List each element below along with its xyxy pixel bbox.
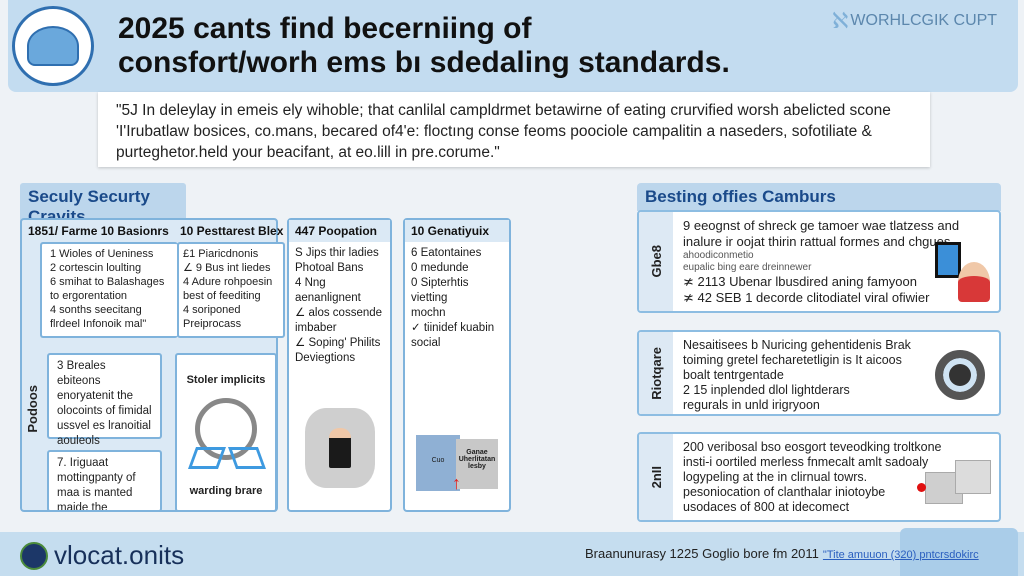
workspace-illustration-icon: [187, 398, 267, 469]
col3-header: 447 Poopation: [289, 220, 390, 242]
card-line: pesoniocation of clanthalar iniotoybe: [683, 485, 886, 499]
col1-list: 1 Wioles of Ueniness 2 cortescin loultin…: [40, 242, 178, 338]
list-item: 0 Sipterhtis vietting: [411, 277, 469, 304]
card-line: usodaces of 800 at idecomect: [683, 500, 850, 514]
footer: [0, 532, 1024, 576]
title-line-2: consfort/worh ems bı sdedaling standards…: [118, 46, 730, 79]
right-card-1: Gbe8 9 eeognst of shreck ge tamoer wae t…: [637, 210, 1001, 313]
illustration-caption: warding brare: [189, 485, 263, 497]
document-illustration-icon: Cuo Ganae Uherlitatan lesby ↑: [416, 435, 498, 493]
footer-credits: Braanunurasy 1225 Goglio bore fm 2011"Ti…: [585, 546, 979, 561]
card-line: boalt tentrgentade: [683, 368, 784, 382]
card-line: ≭ 42 SEB 1 decorde clitodiatel viral ofi…: [683, 290, 930, 305]
list-item: ∠ 9 Bus int liedes: [183, 262, 271, 274]
card-small-line: eupalic bing eare dreinnewer: [683, 262, 812, 273]
card-line: 9 eeognst of shreck ge tamoer wae tlatze…: [683, 218, 960, 233]
footer-corner-block: [900, 528, 1018, 576]
list-item: £1 Piaricdnonis: [183, 248, 259, 260]
disc-icon: [935, 350, 985, 400]
list-item: 4 sonths seecitang: [50, 304, 142, 316]
card-line: toiming gretel fecharetetligin is It aic…: [683, 353, 902, 367]
footer-link[interactable]: "Tite amuuon (320) pntcrsdokirc: [822, 549, 979, 561]
list-item: 6 smihat to Balashages: [50, 276, 165, 288]
list-item: 0 medunde: [411, 262, 469, 274]
list-item: flrdeel Infonoik mal": [50, 318, 147, 330]
card-line: regurals in unld irigryoon: [683, 398, 820, 412]
info-box-a: 3 Breales ebiteons enoryatenit the oloco…: [47, 353, 162, 447]
figure-icon: ℵ: [832, 8, 849, 33]
intro-quote: "5J In deleylay in emeis ely wihoble; th…: [98, 92, 930, 167]
side-label: Podoos: [25, 385, 40, 433]
card-line: 2 15 inplended dlol lightderars: [683, 383, 850, 397]
list-item: ∠ Soping' Philits: [295, 337, 381, 349]
card-line: ≭ 2113 Ubenar lbusdired aning famyoon: [683, 274, 917, 289]
col4-panel: 10 Genatiyuix 6 Eatontaines 0 medunde 0 …: [403, 218, 511, 512]
list-item: 6 Eatontaines: [411, 247, 482, 259]
list-item: 4 Nng aenanlignent: [295, 277, 361, 304]
list-item: ✓ tiinidef kuabin: [411, 322, 495, 334]
card-line: 200 veribosal bso eosgort teveodking tro…: [683, 440, 942, 454]
list-item: social: [411, 337, 441, 349]
header-banner: [8, 0, 1018, 92]
title-line-1: 2025 cants find becerniing of: [118, 12, 532, 45]
col3-list: S Jips thir ladies Photoal Bans 4 Nng ae…: [289, 242, 390, 370]
list-item: Photoal Bans: [295, 262, 364, 274]
card-small-line: ahoodiconmetio: [683, 250, 754, 261]
page-title: 2025 cants find becerniing of consfort/w…: [118, 12, 730, 80]
list-item: imbaber: [295, 322, 337, 334]
documents-back-icon: [955, 460, 991, 494]
list-item: Deviegtions: [295, 352, 356, 364]
list-item: 4 Adure rohpoesin: [183, 276, 273, 288]
card-line: Nesaitisees b Nuricing gehentidenis Brak: [683, 338, 911, 352]
right-card-3: 2nII 200 veribosal bso eosgort teveodkin…: [637, 432, 1001, 522]
doc-label: Ganae Uherlitatan lesby: [456, 439, 498, 489]
list-item: 1 Wioles of Ueniness: [50, 248, 154, 260]
brand-name: WORHLCGIK CUPT: [850, 12, 998, 29]
card-line: logypeling at the in clirnual towrs.: [683, 470, 868, 484]
list-item: to ergorentation: [50, 290, 128, 302]
card-label: 2nII: [648, 465, 664, 489]
list-item: 2 cortescin loulting: [50, 262, 142, 274]
info-box-b: 7. Iriguaat mottingpanty of maa is mante…: [47, 450, 162, 512]
organization-logo: [12, 6, 94, 86]
col2-header: 10 Pesttarest Blex: [180, 224, 284, 238]
illustration-title: Stoler implicits: [186, 374, 266, 386]
right-card-2: Riotqare Nesaitisees b Nuricing gehentid…: [637, 330, 1001, 416]
col3-panel: 447 Poopation S Jips thir ladies Photoal…: [287, 218, 392, 512]
arrow-up-icon: ↑: [452, 473, 461, 493]
card-line: inalure ir oojat thirin rattual formes a…: [683, 234, 951, 249]
card-line: insti-i oortiled merless fnmecalt amlt s…: [683, 455, 929, 469]
footer-logo: vlocat.onits: [20, 540, 184, 571]
col2-list: £1 Piaricdnonis ∠ 9 Bus int liedes 4 Adu…: [177, 242, 285, 338]
card-label: Gbe8: [648, 245, 664, 278]
col4-list: 6 Eatontaines 0 medunde 0 Sipterhtis vie…: [405, 242, 509, 355]
col4-header: 10 Genatiyuix: [405, 220, 509, 242]
list-item: mochn: [411, 307, 446, 319]
list-item: S Jips thir ladies: [295, 247, 379, 259]
person-at-desk-icon: [958, 262, 990, 302]
phone-icon: [935, 242, 961, 278]
illustration-box: Stoler implicits warding brare: [175, 353, 277, 512]
col1-header: 1851/ Farme 10 Basionrs: [28, 224, 169, 238]
list-item: best of feediting: [183, 290, 261, 302]
list-item: 4 soriponed: [183, 304, 241, 316]
right-section-title: Besting offies Camburs: [637, 183, 1001, 211]
footer-text: Braanunurasy 1225 Goglio bore fm 2011: [585, 546, 819, 561]
person-illustration-icon: [304, 408, 375, 488]
card-label: Riotqare: [648, 346, 664, 400]
list-item: Preiprocass: [183, 318, 242, 330]
globe-icon: [20, 541, 48, 570]
footer-logo-text: vlocat.onits: [54, 540, 185, 570]
doc-small-label: Cuo: [416, 435, 460, 491]
list-item: ∠ alos cossende: [295, 307, 383, 319]
globe-icon: [27, 26, 79, 66]
red-dot-icon: [917, 483, 926, 492]
